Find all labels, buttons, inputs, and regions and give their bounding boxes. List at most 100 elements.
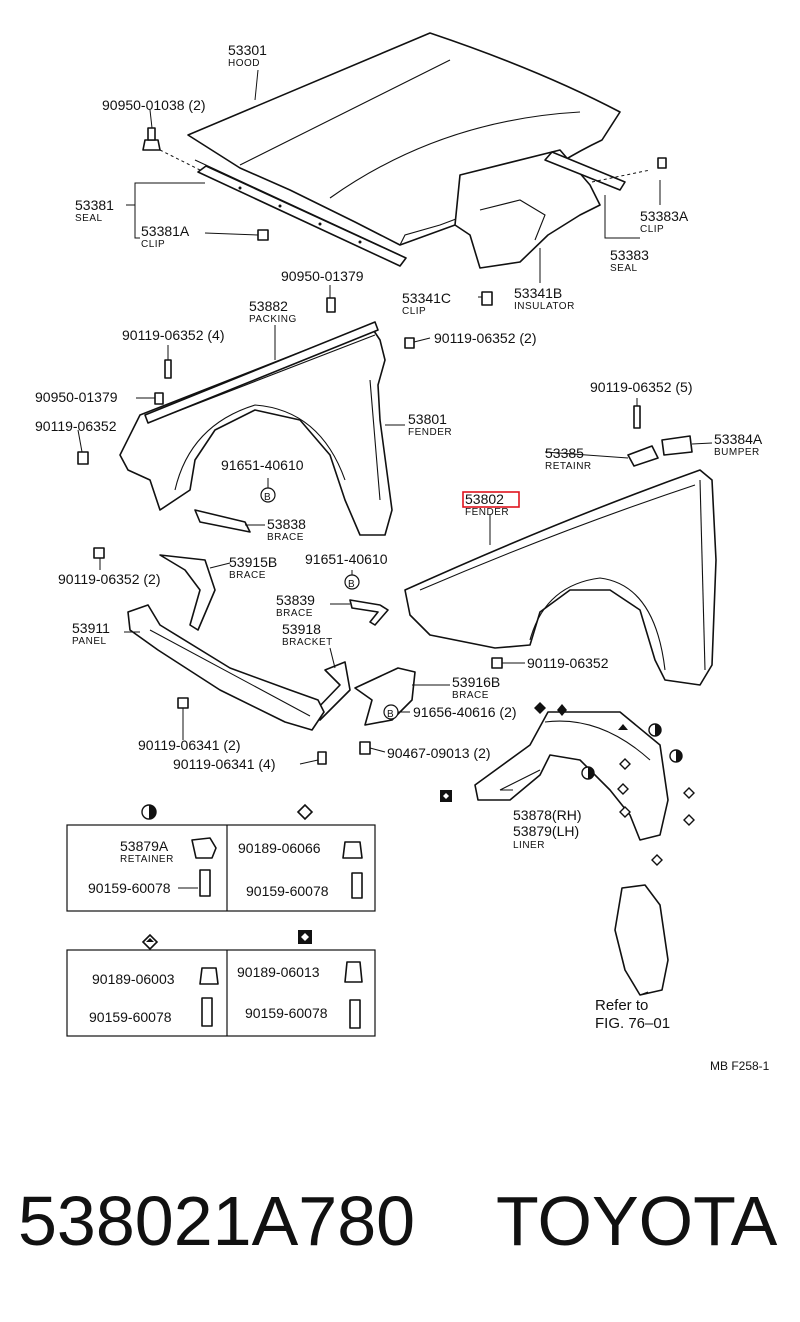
fender-lh-number: 53802	[465, 491, 504, 507]
legend-clip-2: 90189-06066	[238, 840, 321, 856]
bracket-53918	[313, 661, 351, 721]
clip-insulator-number: 53341C	[402, 290, 451, 306]
reference-line-1: Refer to	[595, 997, 648, 1014]
brace-53916b	[354, 667, 416, 726]
brace-53839	[349, 599, 389, 626]
clip-right-name: CLIP	[640, 224, 664, 235]
insulator-number: 53341B	[514, 285, 562, 301]
clip-right-number: 53383A	[640, 208, 689, 224]
bolt-label-01379-top: 90950-01379	[281, 268, 364, 284]
panel-53911	[127, 604, 325, 731]
bumper-53384a	[661, 435, 693, 456]
legend-clip-3: 90189-06003	[92, 971, 175, 987]
bolt-icons	[77, 157, 667, 765]
fender-lh	[404, 469, 717, 686]
screw-icon	[201, 997, 213, 1027]
packing-strip	[144, 321, 379, 424]
retainer-name: RETAINR	[545, 461, 592, 472]
brace-39-number: 53839	[276, 592, 315, 608]
marker-b-2: B	[348, 579, 355, 590]
liner-name: LINER	[513, 840, 545, 851]
seal-left-number: 53381	[75, 197, 114, 213]
legend-screw-3: 90159-60078	[89, 1009, 172, 1025]
bolt-label-09013: 90467-09013 (2)	[387, 745, 491, 761]
diagram-code: MB F258-1	[710, 1059, 770, 1073]
legend-screw-1: 90159-60078	[88, 880, 171, 896]
seal-right-strip	[544, 151, 626, 191]
brace-15-name: BRACE	[229, 570, 266, 581]
panel-number: 53911	[72, 620, 110, 636]
bolt-label-06352-4: 90119-06352 (4)	[122, 327, 224, 343]
clip-left-name: CLIP	[141, 239, 165, 250]
panel-name: PANEL	[72, 636, 107, 647]
brace-38-number: 53838	[267, 516, 306, 532]
legend-box-2: 90189-06003 90159-60078 90189-06013 9015…	[66, 930, 376, 1037]
marker-b-1: B	[264, 492, 271, 503]
clip-insulator-name: CLIP	[402, 306, 426, 317]
brace-53915b	[159, 554, 216, 631]
clip-icon	[344, 961, 363, 983]
seal-right-name: SEAL	[610, 263, 638, 274]
bolt-label-06352-fender: 90119-06352	[527, 655, 609, 671]
liner-lh-number: 53879(LH)	[513, 823, 579, 839]
retainer-number: 53385	[545, 445, 584, 461]
clip-left-number: 53381A	[141, 223, 190, 239]
bracket-name: BRACKET	[282, 637, 333, 648]
fender-rh-name: FENDER	[408, 427, 452, 438]
hood-bolt	[142, 127, 161, 151]
leader-lines	[77, 69, 713, 996]
bolt-label-06352-5: 90119-06352 (5)	[590, 379, 692, 395]
insulator-name: INSULATOR	[514, 301, 575, 312]
reference-line-2: FIG. 76–01	[595, 1015, 670, 1032]
hood-number: 53301	[228, 42, 267, 58]
liner	[474, 711, 669, 841]
bumper-name: BUMPER	[714, 447, 760, 458]
seal-right-number: 53383	[610, 247, 649, 263]
screw-icon	[199, 869, 211, 897]
fender-rh-number: 53801	[408, 411, 447, 427]
mud-guard	[614, 884, 669, 996]
packing-number: 53882	[249, 298, 288, 314]
fender-rh	[119, 324, 393, 536]
retainer-53385	[627, 445, 659, 467]
bolt-label-06341-2: 90119-06341 (2)	[138, 737, 240, 753]
liner-rh-number: 53878(RH)	[513, 807, 581, 823]
hood-name: HOOD	[228, 58, 260, 69]
brace-53838	[194, 509, 251, 533]
legend-clip-4: 90189-06013	[237, 964, 320, 980]
open-diamond-icon	[296, 803, 314, 821]
bolt-label-40616: 91656-40616 (2)	[413, 704, 517, 720]
legend-retainer-name: RETAINER	[120, 854, 174, 865]
retainer-icon	[191, 837, 217, 859]
bolt-label-01379-left: 90950-01379	[35, 389, 118, 405]
seal-left-strip	[197, 165, 407, 267]
bolt-label-40610-b: 91651-40610	[305, 551, 388, 567]
fender-lh-name: FENDER	[465, 507, 509, 518]
brace-16-name: BRACE	[452, 690, 489, 701]
legend-box-1: 53879A RETAINER 90159-60078 90189-06066 …	[66, 803, 376, 912]
brace-16-number: 53916B	[452, 674, 500, 690]
bracket-number: 53918	[282, 621, 321, 637]
brace-15-number: 53915B	[229, 554, 277, 570]
labels: 53301 HOOD 90950-01038 (2) 53381 SEAL 53…	[35, 42, 770, 1073]
packing-name: PACKING	[249, 314, 297, 325]
screw-icon	[351, 872, 363, 899]
screw-icon	[349, 999, 361, 1029]
brace-38-name: BRACE	[267, 532, 304, 543]
footer-brand: TOYOTA	[496, 1182, 778, 1260]
bolt-label-06352-2-top: 90119-06352 (2)	[434, 330, 536, 346]
bumper-number: 53384A	[714, 431, 763, 447]
bolt-label-06352-2-low: 90119-06352 (2)	[58, 571, 160, 587]
legend-screw-2: 90159-60078	[246, 883, 329, 899]
legend-retainer-number: 53879A	[120, 838, 169, 854]
clip-icon	[199, 967, 219, 985]
bolt-label-06341-4: 90119-06341 (4)	[173, 756, 275, 772]
marker-symbols	[260, 487, 695, 866]
highlight-box	[462, 491, 520, 508]
brace-39-name: BRACE	[276, 608, 313, 619]
marker-b-3: B	[387, 709, 394, 720]
legend-screw-4: 90159-60078	[245, 1005, 328, 1021]
bolt-label-40610-a: 91651-40610	[221, 457, 304, 473]
clip-icon	[342, 841, 363, 859]
